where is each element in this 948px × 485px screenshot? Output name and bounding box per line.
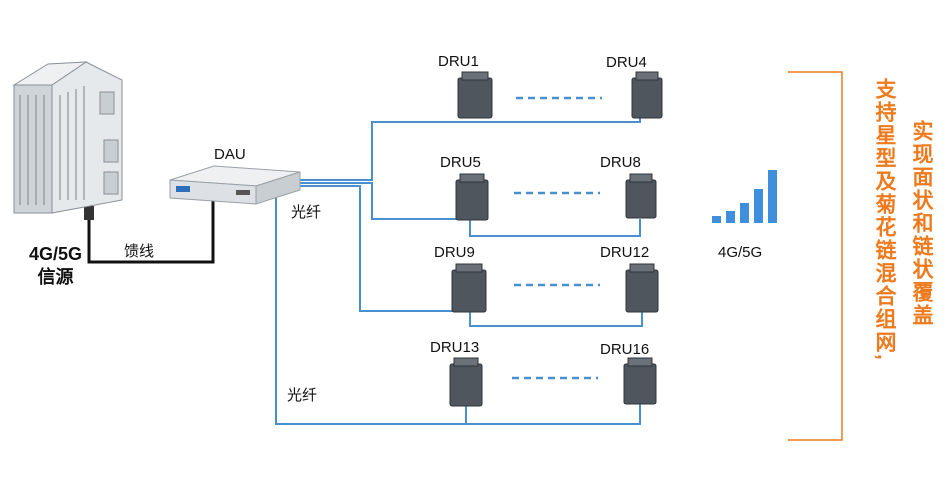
signal-bars-icon (712, 170, 777, 223)
dau-unit-icon (169, 165, 301, 205)
dau-label: DAU (214, 146, 246, 163)
fiber-to-dru5 (290, 182, 458, 220)
fiber-label-top: 光纤 (291, 204, 322, 221)
dru12-label: DRU12 (600, 244, 650, 261)
fiber-label-bottom: 光纤 (287, 387, 318, 404)
dru4-device-icon (631, 71, 663, 119)
caption-column-1: 支持星型及菊花链混合组网, (873, 78, 896, 362)
dru16-label: DRU16 (600, 341, 650, 358)
source-label-line1: 4G/5G (28, 244, 83, 264)
feeder-connector (84, 206, 94, 220)
dru8-label: DRU8 (600, 154, 641, 171)
dru9-label: DRU9 (434, 244, 475, 261)
source-cabinet-icon (12, 61, 123, 214)
source-label: 4G/5G 信源 (8, 243, 103, 289)
dru1-device-icon (457, 71, 493, 119)
dru5-device-icon (455, 173, 489, 221)
chain-dru9-dru12 (469, 311, 643, 327)
dashed-links (512, 96, 602, 380)
dru12-device-icon (625, 263, 659, 313)
dru8-device-icon (625, 173, 657, 219)
caption-bracket (788, 71, 843, 441)
dru4-label: DRU4 (606, 54, 647, 71)
feeder-cable (87, 196, 215, 264)
dru1-label: DRU1 (438, 53, 479, 70)
source-label-line2: 信源 (37, 267, 74, 287)
dru13-device-icon (449, 357, 483, 407)
fiber-to-dru1 (290, 117, 641, 181)
caption-column-2: 实现面状和链状覆盖 (910, 120, 933, 327)
fiber-to-dru13 (275, 196, 641, 425)
feeder-label: 馈线 (124, 243, 155, 260)
fiber-to-dru9 (290, 185, 456, 312)
dru13-label: DRU13 (430, 339, 480, 356)
chain-dru5-dru8 (469, 219, 641, 237)
dru16-device-icon (623, 357, 657, 405)
dru5-label: DRU5 (440, 154, 481, 171)
fiber-lines (275, 117, 643, 425)
signal-label: 4G/5G (718, 244, 763, 261)
dru9-device-icon (451, 263, 487, 313)
